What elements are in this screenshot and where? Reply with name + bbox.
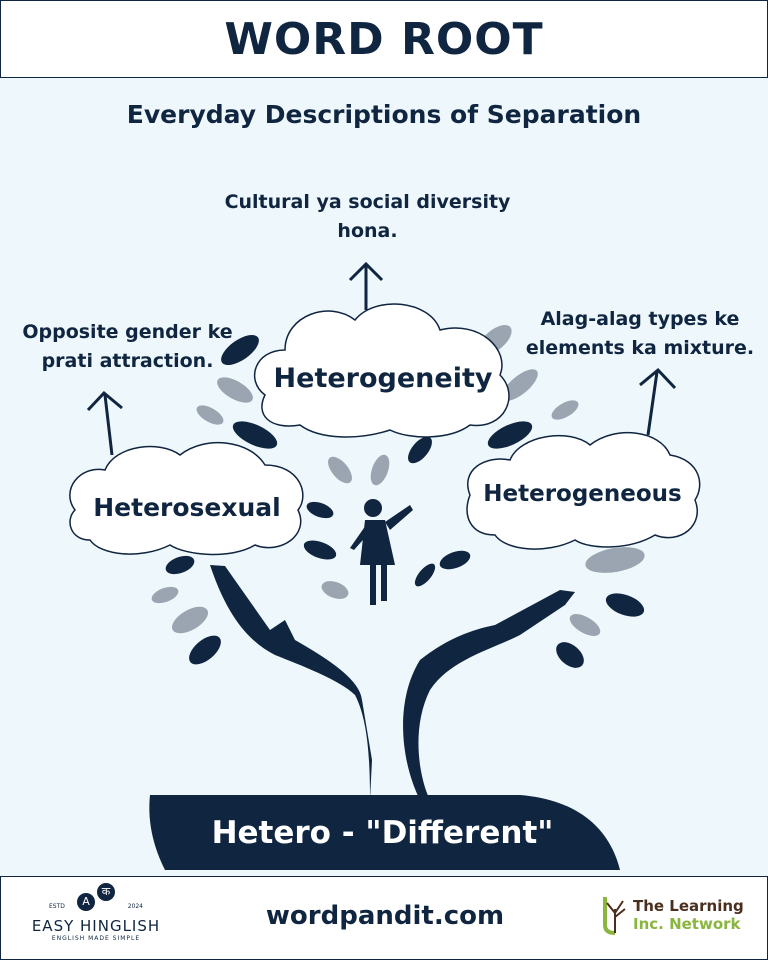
page-title: WORD ROOT <box>224 13 544 65</box>
easy-hinglish-logo: ESTD 2024 A क EASY HINGLISH ENGLISH MADE… <box>31 883 161 942</box>
subtitle: Everyday Descriptions of Separation <box>126 100 642 129</box>
arrow-icon <box>86 261 677 456</box>
learning-inc-logo: The Learning Inc. Network <box>601 895 744 935</box>
logo-estd: ESTD <box>49 903 65 910</box>
logo-year: 2024 <box>127 903 143 910</box>
site-link[interactable]: wordpandit.com <box>265 901 505 931</box>
meaning-heterogeneous: Alag-alag types ke elements ka mixture. <box>525 308 755 359</box>
logo-line2: Inc. Network <box>633 915 741 933</box>
child-silhouette <box>350 499 413 605</box>
word-heterosexual: Heterosexual <box>93 493 281 522</box>
speech-bubble-icon: A क <box>31 883 161 915</box>
word-heterogeneous: Heterogeneous <box>483 481 682 507</box>
word-heterogeneity: Heterogeneity <box>273 363 493 394</box>
leaves <box>151 325 645 668</box>
tree-hands <box>149 565 620 870</box>
tree-logo-icon <box>603 897 626 935</box>
header: WORD ROOT <box>0 0 768 78</box>
meaning-heterogeneity: Cultural ya social diversity hona. <box>224 191 511 242</box>
logo-tagline: ENGLISH MADE SIMPLE <box>51 935 141 942</box>
meaning-heterosexual: Opposite gender ke prati attraction. <box>22 321 233 372</box>
logo-line1: The Learning <box>633 897 744 915</box>
logo-name: EASY HINGLISH <box>31 917 161 935</box>
root-label: Hetero - "Different" <box>211 815 554 851</box>
clouds <box>69 303 701 556</box>
footer: ESTD 2024 A क EASY HINGLISH ENGLISH MADE… <box>0 876 768 960</box>
